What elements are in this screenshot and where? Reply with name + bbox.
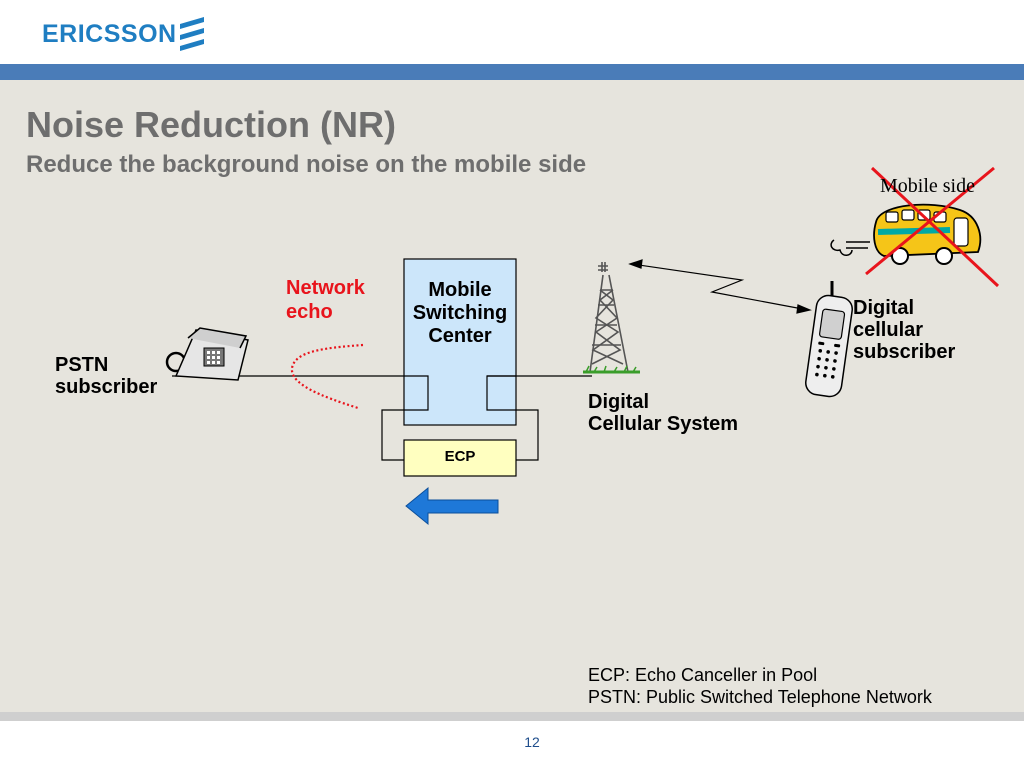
ericsson-stripes-icon <box>180 17 204 51</box>
legend: ECP: Echo Canceller in Pool PSTN: Public… <box>588 664 932 708</box>
ecp-label: ECP <box>444 448 476 465</box>
slide-subtitle: Reduce the background noise on the mobil… <box>26 151 587 178</box>
desk-phone-icon <box>165 327 249 381</box>
left-arrow-icon <box>405 486 499 526</box>
brand-name: ERICSSON <box>42 20 177 48</box>
ecp-box <box>403 439 517 477</box>
mobile-phone-icon <box>805 281 853 398</box>
legend-item-ecp: ECP: Echo Canceller in Pool <box>588 665 818 685</box>
msc-box <box>403 258 517 426</box>
network-echo-label: Network echo <box>286 277 365 323</box>
echo-curve <box>290 343 364 410</box>
ecp-loop <box>381 409 539 461</box>
msc-inner-left <box>404 375 429 411</box>
header: ERICSSON <box>0 0 1024 64</box>
legend-item-pstn: PSTN: Public Switched Telephone Network <box>588 687 932 707</box>
mobile-side-label: Mobile side <box>880 175 975 197</box>
pstn-subscriber-label: PSTN subscriber <box>55 354 158 398</box>
radio-tower-icon <box>583 262 640 374</box>
footer-band <box>0 712 1024 721</box>
digital-cellular-subscriber-label: Digital cellular subscriber <box>853 297 956 363</box>
msc-label: Mobile Switching Center <box>412 279 508 347</box>
page-number: 12 <box>524 734 540 750</box>
digital-cellular-system-label: Digital Cellular System <box>588 391 739 435</box>
crossed-out-icon <box>865 166 1000 288</box>
bus-icon <box>830 203 982 265</box>
radio-link-icon <box>628 259 812 314</box>
header-band <box>0 64 1024 80</box>
slide-title: Noise Reduction (NR) <box>26 104 397 145</box>
